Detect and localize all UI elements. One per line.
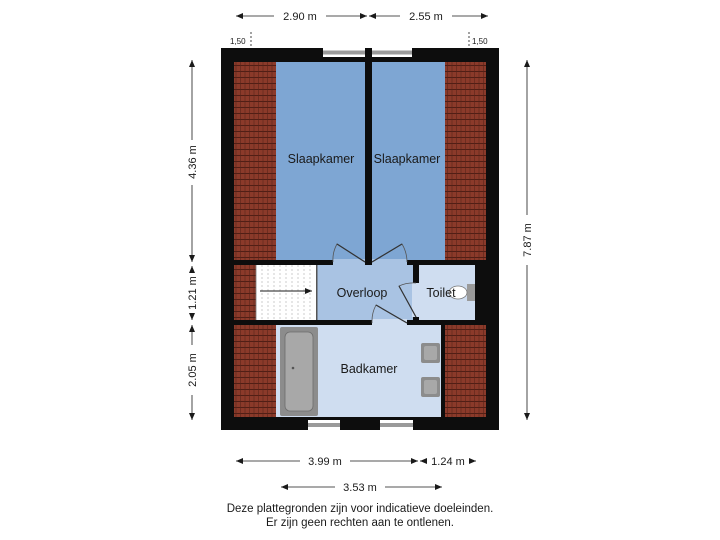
dimension-left-middle: 1.21 m <box>187 276 199 310</box>
window-bottom-right <box>380 420 413 430</box>
disclaimer-line-1: Deze plattegronden zijn voor indicatieve… <box>226 503 494 515</box>
dimension-left-upper: 4.36 m <box>187 145 199 179</box>
wall-bedroom-divider <box>365 48 372 260</box>
bathtub <box>280 327 318 416</box>
staircase <box>255 265 317 320</box>
dimension-bottom-right: 1.24 m <box>431 456 465 468</box>
door-bedroom-right <box>371 243 408 266</box>
roof-area-right-upper <box>445 62 486 260</box>
room-label-bedroom-right: Slaapkamer <box>374 152 441 166</box>
height-marker-right: 1,50 <box>472 37 488 46</box>
door-toilet <box>398 282 420 318</box>
room-label-bedroom-left: Slaapkamer <box>288 152 355 166</box>
washbasin-lower <box>421 377 440 397</box>
dimension-top-right: 2.55 m <box>409 11 443 23</box>
wall-bath-right <box>441 325 445 417</box>
dimension-bottom-left: 3.99 m <box>308 456 342 468</box>
toilet-bowl <box>448 284 475 301</box>
bathroom-bottom-ledge <box>276 417 445 420</box>
door-bedroom-left <box>332 243 366 266</box>
window-bottom-left <box>308 420 340 430</box>
dimension-bottom-inner: 3.53 m <box>343 482 377 494</box>
window-top-left <box>323 48 365 57</box>
roof-area-left-middle <box>234 265 256 320</box>
roof-area-left-upper <box>234 62 276 260</box>
bedroom-right-floor <box>372 62 445 260</box>
landing-floor <box>317 265 413 320</box>
washbasin-upper <box>421 343 440 363</box>
room-label-toilet: Toilet <box>426 286 456 300</box>
roof-area-left-lower <box>234 325 276 417</box>
disclaimer-line-2: Er zijn geen rechten aan te ontlenen. <box>266 516 454 529</box>
bedroom-left-floor <box>276 62 365 260</box>
wall-stair-right <box>316 265 318 320</box>
window-top-right <box>372 48 412 57</box>
wall-lower-cross <box>221 320 499 325</box>
dimension-right-total: 7.87 m <box>522 223 534 257</box>
dimension-lines <box>189 13 530 490</box>
dimension-left-lower: 2.05 m <box>187 353 199 387</box>
roof-area-right-lower <box>445 325 486 417</box>
disclaimer: Deze plattegronden zijn voor indicatieve… <box>0 503 720 530</box>
height-marker-left: 1,50 <box>230 37 246 46</box>
room-label-landing: Overloop <box>337 286 388 300</box>
dimension-top-left: 2.90 m <box>283 11 317 23</box>
floor-plan: Slaapkamer Slaapkamer Overloop Toilet Ba… <box>187 11 534 494</box>
door-bathroom <box>371 304 408 326</box>
room-label-bathroom: Badkamer <box>341 362 398 376</box>
